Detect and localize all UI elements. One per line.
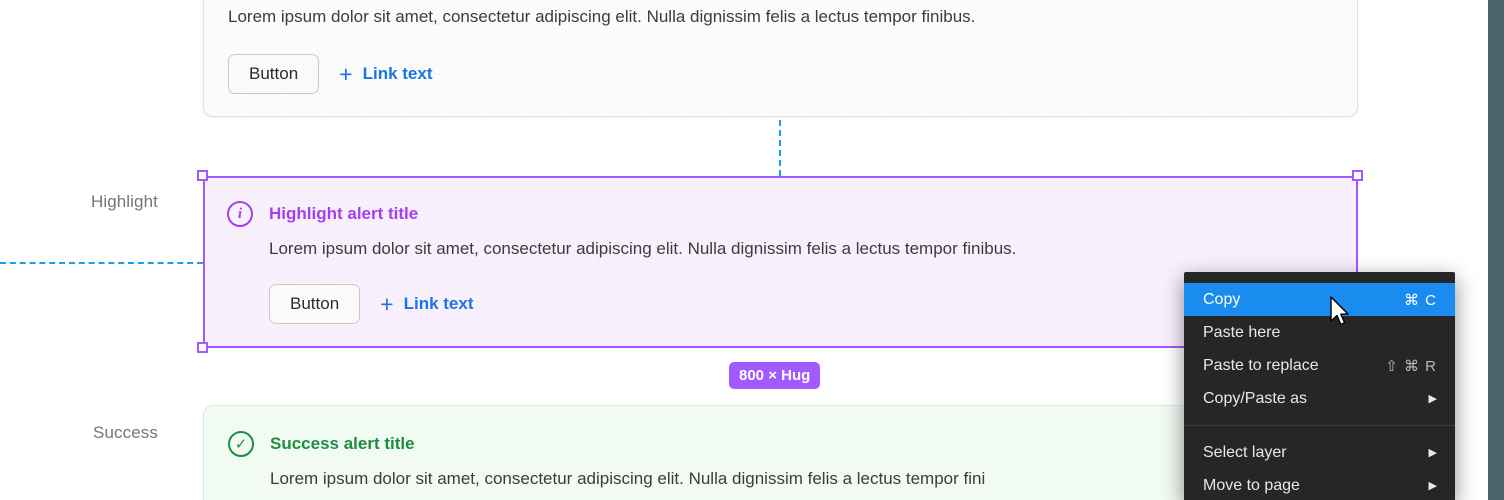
- menu-separator: [1184, 425, 1455, 426]
- context-menu[interactable]: Copy ⌘ C Paste here Paste to replace ⇧ ⌘…: [1184, 272, 1455, 500]
- alert-card-neutral[interactable]: Lorem ipsum dolor sit amet, consectetur …: [203, 0, 1358, 117]
- alert-body-neutral: Lorem ipsum dolor sit amet, consectetur …: [228, 7, 976, 26]
- menu-item-label: Paste to replace: [1203, 356, 1319, 374]
- menu-item-paste-here[interactable]: Paste here: [1184, 316, 1455, 349]
- alert-card-success[interactable]: ✓ Success alert title Lorem ipsum dolor …: [203, 405, 1358, 500]
- mouse-cursor: [1329, 296, 1351, 333]
- alert-link-neutral[interactable]: + Link text: [339, 61, 433, 87]
- menu-item-shortcut: ⇧ ⌘ R: [1385, 357, 1437, 375]
- menu-item-paste-to-replace[interactable]: Paste to replace ⇧ ⌘ R: [1184, 349, 1455, 382]
- plus-icon: +: [380, 291, 394, 317]
- menu-item-label: Select layer: [1203, 443, 1287, 461]
- row-label-success: Success: [93, 423, 158, 442]
- alert-actions-neutral: Button + Link text: [228, 54, 1333, 94]
- alert-title-success: Success alert title: [270, 434, 415, 453]
- alert-button-highlight[interactable]: Button: [269, 284, 361, 324]
- resize-handle-top-left[interactable]: [197, 170, 208, 181]
- info-circle-icon: i: [227, 201, 253, 227]
- alert-link-label-highlight: Link text: [403, 294, 474, 313]
- alert-button-neutral[interactable]: Button: [228, 54, 320, 94]
- alert-header-success: ✓ Success alert title: [228, 431, 1333, 457]
- menu-item-label: Paste here: [1203, 323, 1281, 341]
- plus-icon: +: [339, 61, 353, 87]
- menu-item-select-layer[interactable]: Select layer ▶: [1184, 436, 1455, 469]
- menu-item-copy[interactable]: Copy ⌘ C: [1184, 283, 1455, 316]
- alert-title-highlight: Highlight alert title: [269, 204, 419, 223]
- row-label-highlight: Highlight: [90, 192, 158, 211]
- alert-body-success: Lorem ipsum dolor sit amet, consectetur …: [270, 469, 986, 488]
- submenu-arrow-icon: ▶: [1428, 447, 1437, 459]
- alert-link-label-neutral: Link text: [362, 64, 433, 83]
- menu-item-label: Copy/Paste as: [1203, 389, 1308, 407]
- alert-header-highlight: i Highlight alert title: [227, 201, 1334, 227]
- menu-item-copy-paste-as[interactable]: Copy/Paste as ▶: [1184, 382, 1455, 415]
- menu-item-label: Copy: [1203, 290, 1241, 308]
- submenu-arrow-icon: ▶: [1428, 480, 1437, 492]
- horizontal-alignment-guide: [0, 262, 203, 264]
- resize-handle-bottom-left[interactable]: [197, 342, 208, 353]
- resize-handle-top-right[interactable]: [1352, 170, 1363, 181]
- size-badge: 800 × Hug: [729, 362, 821, 389]
- alert-body-highlight: Lorem ipsum dolor sit amet, consectetur …: [269, 239, 1017, 258]
- submenu-arrow-icon: ▶: [1428, 393, 1437, 405]
- menu-item-shortcut: ⌘ C: [1404, 291, 1437, 309]
- alert-actions-highlight: Button + Link text: [269, 284, 1334, 324]
- menu-item-move-to-page[interactable]: Move to page ▶: [1184, 469, 1455, 500]
- right-panel-edge: [1488, 0, 1504, 500]
- check-circle-icon: ✓: [228, 431, 254, 457]
- alert-card-highlight[interactable]: i Highlight alert title Lorem ipsum dolo…: [203, 176, 1358, 348]
- menu-item-label: Move to page: [1203, 476, 1300, 494]
- alert-link-highlight[interactable]: + Link text: [380, 291, 474, 317]
